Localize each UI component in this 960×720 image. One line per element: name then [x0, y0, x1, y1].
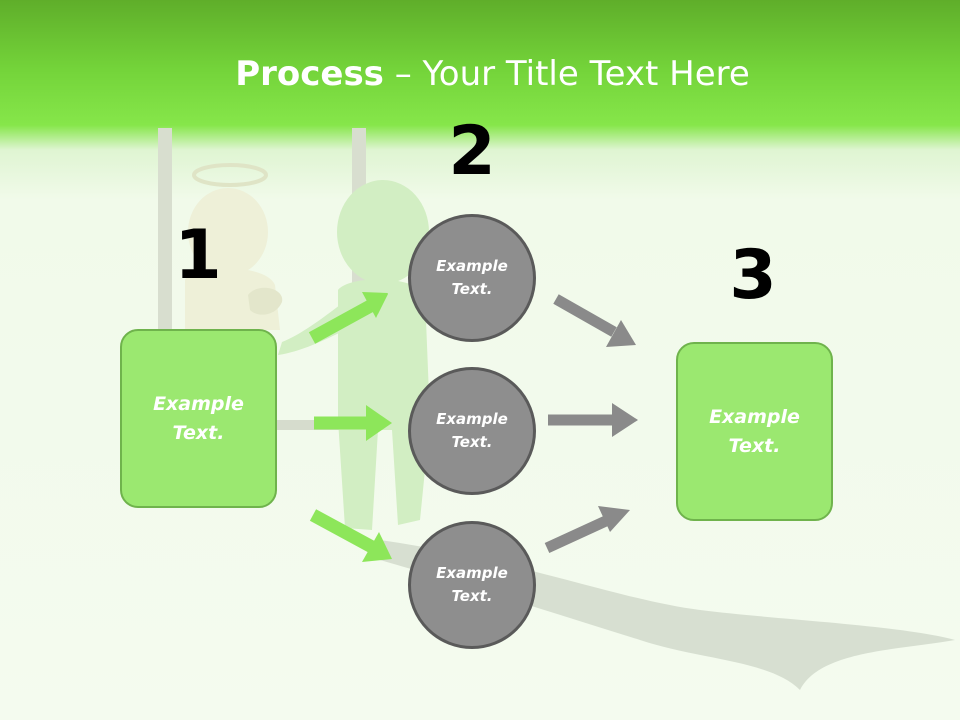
gray-arrow-down: [553, 294, 636, 347]
step-2-circle-1: Example Text.: [408, 214, 536, 342]
step-3-text-line1: Example: [709, 405, 800, 428]
step-2-circle-2: Example Text.: [408, 367, 536, 495]
angel-body: [185, 268, 280, 330]
step-1-box: Example Text.: [120, 329, 277, 508]
figure-head: [337, 180, 429, 284]
angel-head: [188, 188, 268, 276]
step-2-circle-3: Example Text.: [408, 521, 536, 649]
green-arrow-middle: [314, 405, 392, 441]
step-number-3: 3: [729, 236, 777, 315]
step-number-2: 2: [448, 112, 496, 191]
title-rest: – Your Title Text Here: [383, 54, 750, 94]
circle-2-text-line1: Example: [436, 410, 508, 428]
step-1-text-line1: Example: [153, 392, 244, 415]
circle-3-text-line1: Example: [436, 564, 508, 582]
circle-1-text-line2: Text.: [451, 280, 493, 298]
circle-3-text-line2: Text.: [451, 587, 493, 605]
step-1-text-line2: Text.: [172, 421, 225, 444]
figure-body: [338, 279, 430, 530]
angel-hand: [248, 287, 283, 315]
halo: [192, 163, 268, 187]
slide-title: Process – Your Title Text Here: [0, 52, 960, 96]
circle-2-text-line2: Text.: [451, 433, 493, 451]
figure-arm: [278, 305, 345, 355]
circle-1-text-line1: Example: [436, 257, 508, 275]
gray-arrow-middle: [548, 403, 638, 437]
green-arrow-down: [309, 509, 392, 562]
step-3-box: Example Text.: [676, 342, 833, 521]
green-arrow-up: [308, 292, 388, 344]
gray-arrow-up: [544, 506, 630, 553]
step-3-text-line2: Text.: [728, 434, 781, 457]
title-bold: Process: [235, 54, 384, 94]
step-number-1: 1: [174, 216, 222, 295]
